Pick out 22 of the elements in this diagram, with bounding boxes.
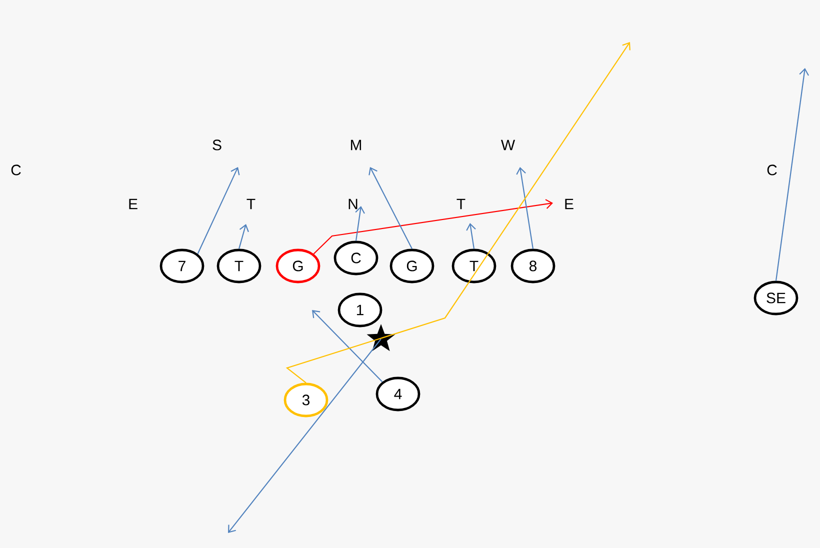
player-label: E xyxy=(129,198,138,210)
route-arrow xyxy=(238,224,249,249)
player-label: T xyxy=(456,198,466,210)
player-label: E xyxy=(565,198,574,210)
route-arrow xyxy=(228,338,382,533)
route-arrow xyxy=(355,206,365,241)
route-arrow xyxy=(197,167,240,254)
player-label: M xyxy=(350,140,362,150)
player-label: T xyxy=(246,198,256,210)
route-arrow xyxy=(312,310,383,382)
player-label: S xyxy=(212,140,222,150)
route-arrow xyxy=(286,42,630,384)
route-arrow xyxy=(368,167,412,250)
route-arrow xyxy=(516,167,534,249)
player-label: W xyxy=(500,140,516,150)
player-label: C xyxy=(767,164,777,176)
player-label: C xyxy=(11,164,21,176)
route-arrow xyxy=(466,223,476,249)
route-arrow xyxy=(775,68,809,281)
star-icon xyxy=(366,324,396,352)
route-arrow xyxy=(313,199,553,254)
player-label: N xyxy=(348,198,358,210)
